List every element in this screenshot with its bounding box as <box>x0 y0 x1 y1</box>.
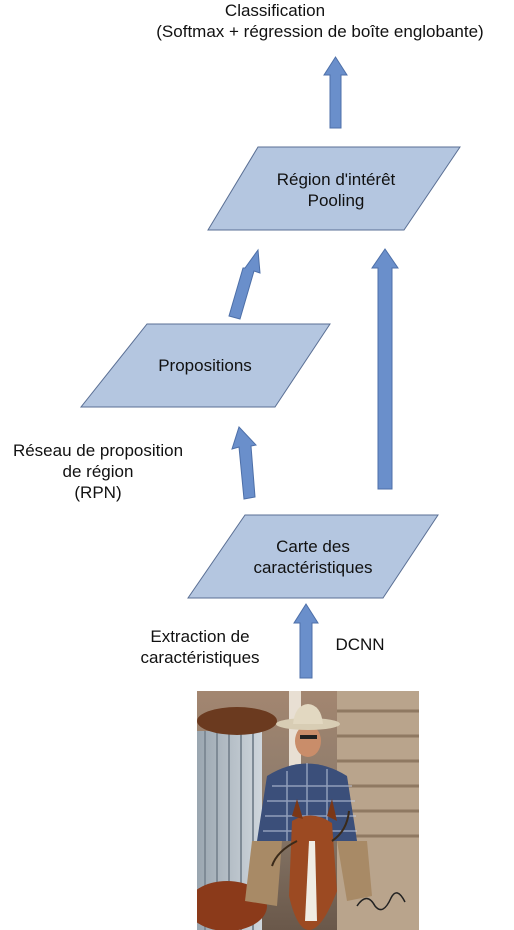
classification-title: Classification <box>224 1 326 20</box>
roi-pooling-line1: Région d'intérêt <box>276 170 396 189</box>
feature-map-line2: caractéristiques <box>253 558 373 577</box>
roi-pooling-label: Région d'intérêt Pooling <box>236 169 436 211</box>
feature-map-line1: Carte des <box>276 537 350 556</box>
extraction-line1: Extraction de <box>150 627 250 646</box>
classification-label: Classification <box>100 0 514 21</box>
proposals-label: Propositions <box>105 355 305 376</box>
arrow-diagonal-to-roi-icon <box>228 248 261 320</box>
classification-subtitle: (Softmax + régression de boîte englobant… <box>156 22 484 41</box>
extraction-line2: caractéristiques <box>140 648 260 667</box>
feature-map-label: Carte des caractéristiques <box>213 536 413 578</box>
rpn-line1: Réseau de proposition <box>12 441 184 460</box>
rpn-line3: (RPN) <box>74 483 122 502</box>
arrow-rpn-up-icon <box>231 426 257 500</box>
extraction-label: Extraction de caractéristiques <box>120 626 280 668</box>
input-photo <box>197 691 419 930</box>
arrow-long-up-to-roi-icon <box>371 248 399 490</box>
rpn-line2: de région <box>62 462 134 481</box>
roi-pooling-line2: Pooling <box>307 191 365 210</box>
roi-pooling-shape <box>207 146 461 231</box>
feature-map-shape <box>187 514 439 599</box>
arrow-up-icon <box>323 56 348 129</box>
rpn-label: Réseau de proposition de région (RPN) <box>0 440 196 503</box>
dcnn-label: DCNN <box>335 635 385 654</box>
proposals-shape <box>79 323 331 408</box>
arrow-dcnn-up-icon <box>293 603 319 679</box>
proposals-line1: Propositions <box>158 356 252 375</box>
